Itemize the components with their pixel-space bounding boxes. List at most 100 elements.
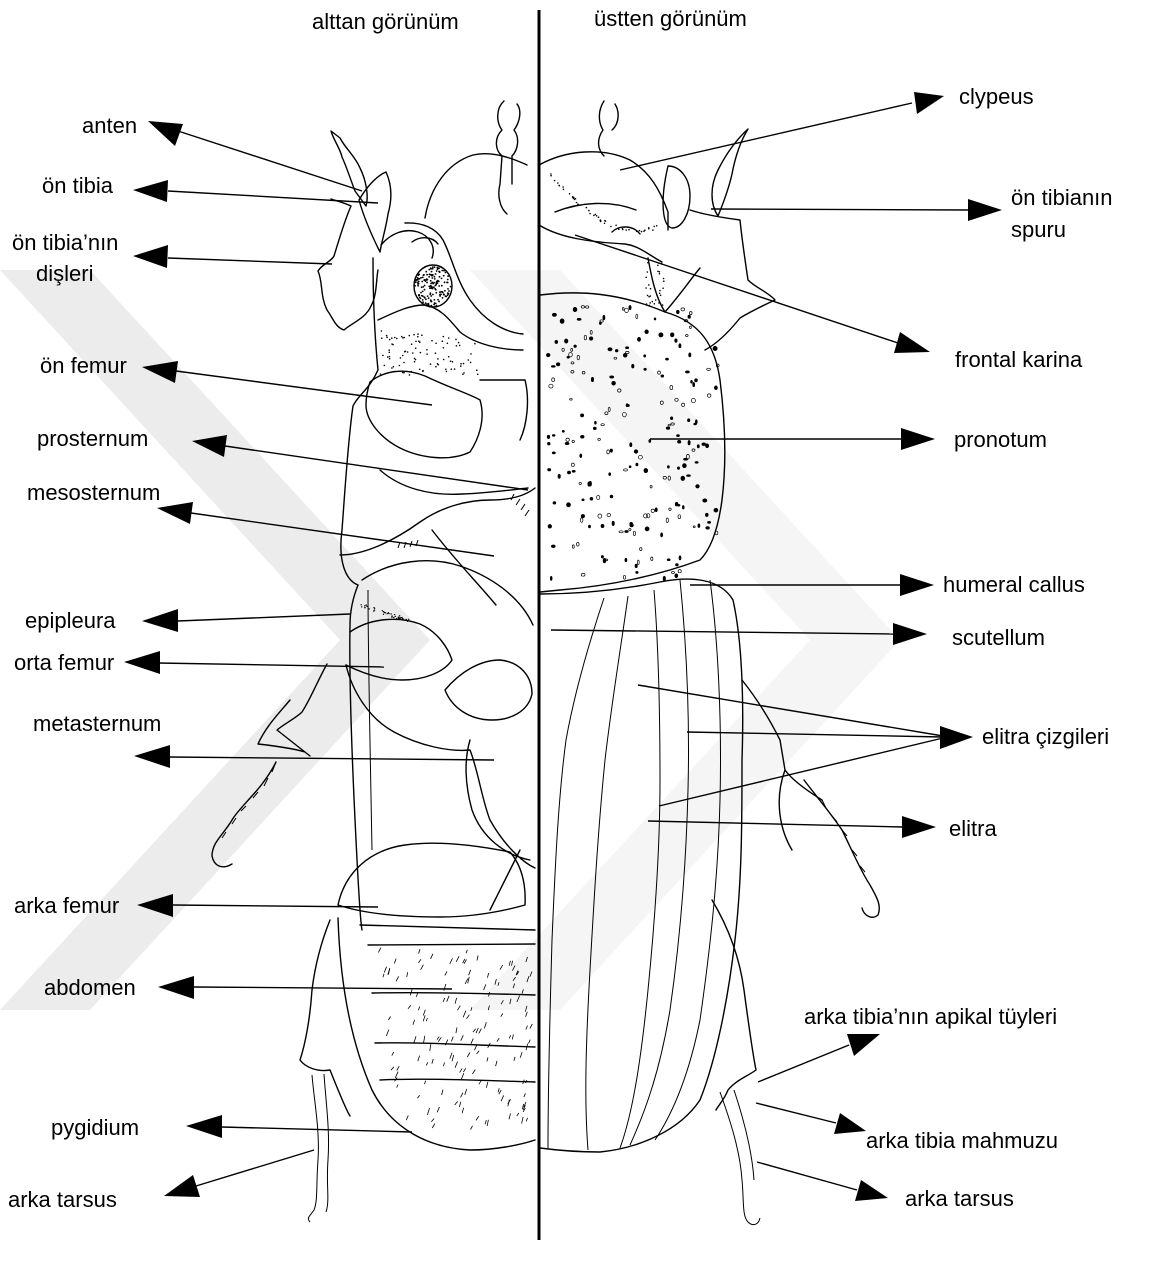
stipple-dot <box>441 285 443 287</box>
puncture-dot <box>601 424 604 426</box>
stipple-dot <box>413 334 415 336</box>
puncture-dot <box>686 335 689 337</box>
puncture-dot <box>645 330 649 334</box>
puncture-dot <box>703 499 707 502</box>
stipple-dot <box>559 185 561 187</box>
stipple-dot <box>432 294 434 296</box>
puncture-dot <box>546 353 550 356</box>
stipple-dot <box>391 615 392 616</box>
stipple-dot <box>644 229 646 231</box>
seta-mark <box>514 1057 515 1061</box>
puncture-dot <box>560 319 564 324</box>
stipple-dot <box>443 347 445 349</box>
label-pygidium-text: pygidium <box>51 1115 139 1140</box>
stipple-dot <box>426 353 428 355</box>
puncture-dot <box>698 524 700 528</box>
stipple-dot <box>434 276 436 278</box>
stipple-dot <box>595 214 597 216</box>
label-arka-tibia-mahmuzu: arka tibia mahmuzu <box>756 1103 1058 1153</box>
puncture-dot <box>548 442 551 445</box>
puncture-dot <box>697 445 699 448</box>
puncture-dot <box>644 355 646 357</box>
seta-mark <box>524 1093 526 1097</box>
stipple-dot <box>652 229 654 231</box>
puncture-dot <box>623 575 625 579</box>
stipple-dot <box>437 363 439 365</box>
puncture-dot <box>689 312 692 315</box>
seta-mark <box>509 1113 511 1119</box>
stipple-dot <box>452 361 454 363</box>
puncture-dot <box>650 485 652 488</box>
puncture-dot <box>629 306 631 310</box>
seta-mark <box>388 1017 390 1021</box>
puncture-dot <box>696 485 700 488</box>
puncture-dot <box>658 371 661 374</box>
label-on-tibia-text: ön tibia <box>42 173 114 198</box>
stipple-dot <box>554 180 556 182</box>
label-abdomen-text: abdomen <box>44 975 136 1000</box>
stipple-dot <box>430 268 432 270</box>
label-on-femur-text: ön femur <box>40 353 127 378</box>
stipple-dot <box>428 276 430 278</box>
puncture-dot <box>548 469 551 471</box>
stipple-dot <box>550 175 552 177</box>
stipple-dot <box>573 198 575 200</box>
stipple-dot <box>639 230 641 232</box>
stipple-dot <box>398 617 399 618</box>
puncture-dot <box>555 340 558 343</box>
puncture-dot <box>675 574 678 578</box>
stipple-dot <box>417 336 419 338</box>
puncture-dot <box>678 515 681 519</box>
stipple-dot <box>604 223 606 225</box>
seta-mark <box>407 972 408 977</box>
seta-mark <box>394 959 396 964</box>
stipple-dot <box>394 337 396 339</box>
puncture-dot <box>603 558 606 562</box>
seta-mark <box>430 1044 431 1051</box>
puncture-dot <box>579 482 581 484</box>
stipple-dot <box>604 220 606 222</box>
seta-mark <box>395 1072 398 1078</box>
puncture-dot <box>685 371 689 373</box>
stipple-dot <box>569 193 571 195</box>
puncture-dot <box>661 533 663 537</box>
stipple-dot <box>391 367 393 369</box>
puncture-dot <box>630 524 634 527</box>
stipple-dot <box>402 355 404 357</box>
stipple-dot <box>414 285 416 287</box>
stipple-dot <box>463 372 465 374</box>
puncture-dot <box>581 515 584 518</box>
puncture-dot <box>609 473 611 476</box>
stipple-dot <box>460 365 462 367</box>
stipple-dot <box>391 343 393 345</box>
seta-mark <box>486 1082 488 1088</box>
seta-mark <box>487 1120 488 1126</box>
stipple-dot <box>445 369 447 371</box>
stipple-dot <box>437 299 439 301</box>
seta-mark <box>447 996 449 1002</box>
puncture-dot <box>676 310 679 313</box>
puncture-dot <box>624 469 628 471</box>
puncture-dot <box>581 435 585 438</box>
stipple-dot <box>659 273 661 275</box>
seta-mark <box>509 961 510 966</box>
seta-mark <box>450 958 453 964</box>
stipple-dot <box>434 278 436 280</box>
seta-mark <box>484 984 486 990</box>
seta-mark <box>391 1067 394 1071</box>
seta-mark <box>500 965 503 970</box>
stipple-dot <box>404 351 406 353</box>
puncture-dot <box>601 556 603 559</box>
stipple-dot <box>433 304 435 306</box>
stipple-dot <box>425 298 427 300</box>
seta-mark <box>479 1081 482 1085</box>
stipple-dot <box>422 299 424 301</box>
stipple-dot <box>399 365 401 367</box>
stipple-dot <box>662 287 664 289</box>
stipple-dot <box>401 617 402 618</box>
stipple-dot <box>435 273 437 275</box>
puncture-dot <box>601 524 604 527</box>
label-scutellum: scutellum <box>551 623 1045 650</box>
puncture-dot <box>706 527 710 530</box>
puncture-dot <box>562 430 564 432</box>
